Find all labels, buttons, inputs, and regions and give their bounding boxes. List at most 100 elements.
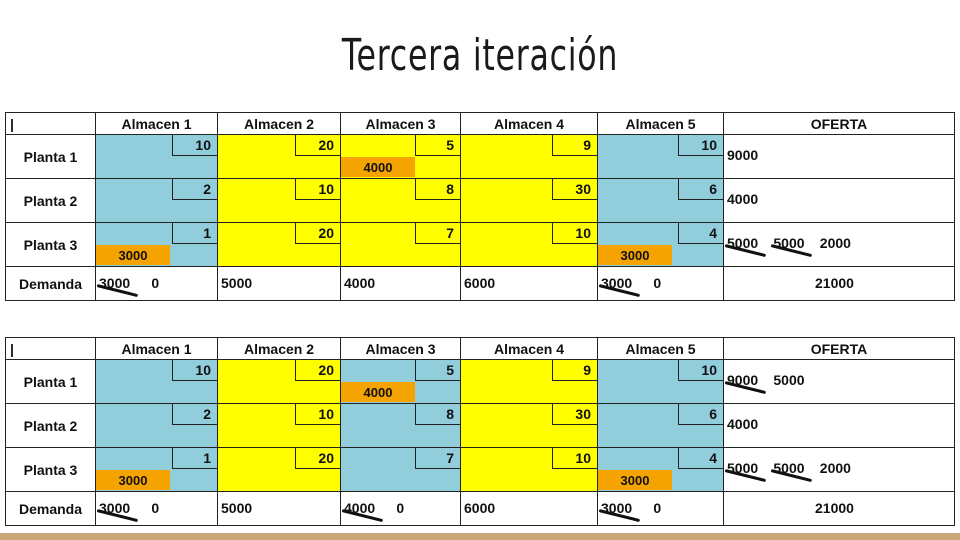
allocation-value: 3000 <box>598 470 672 490</box>
cost-value: 20 <box>295 447 341 469</box>
demand-value: 0 <box>151 500 160 516</box>
row-label-planta-3: Planta 3 <box>5 222 96 267</box>
total-cell <box>723 266 955 301</box>
cost-value: 20 <box>295 359 341 381</box>
cost-value: 1 <box>172 447 218 469</box>
column-header: Almacen 3 <box>340 337 461 360</box>
bottom-accent-bar <box>0 533 960 540</box>
demand-cell <box>340 491 461 526</box>
column-header: OFERTA <box>723 337 955 360</box>
allocation-cell <box>217 403 341 448</box>
demand-cell <box>217 266 341 301</box>
cost-value: 2 <box>172 403 218 425</box>
cost-value: 10 <box>678 134 724 156</box>
corner-cell: | <box>5 337 96 360</box>
cost-value: 2 <box>172 178 218 200</box>
demand-value: 5000 <box>221 500 253 516</box>
demand-cell <box>217 491 341 526</box>
allocation-cell <box>460 447 598 492</box>
cost-value: 10 <box>295 178 341 200</box>
allocation-cell <box>460 359 598 404</box>
cost-value: 5 <box>415 359 461 381</box>
row-label-demanda: Demanda <box>5 266 96 301</box>
cost-value: 10 <box>552 447 598 469</box>
cost-value: 9 <box>552 359 598 381</box>
cost-value: 10 <box>172 134 218 156</box>
allocation-cell <box>597 403 724 448</box>
slide-title: Tercera iteración <box>341 30 619 81</box>
cost-value: 10 <box>172 359 218 381</box>
cost-value: 10 <box>295 403 341 425</box>
cost-value: 10 <box>552 222 598 244</box>
cost-value: 8 <box>415 178 461 200</box>
demand-value: 4000 <box>344 275 376 291</box>
allocation-cell <box>460 403 598 448</box>
demand-value: 0 <box>653 275 662 291</box>
allocation-value: 4000 <box>341 382 415 402</box>
cost-value: 30 <box>552 178 598 200</box>
cost-value: 20 <box>295 222 341 244</box>
cost-value: 4 <box>678 222 724 244</box>
column-header: Almacen 5 <box>597 337 724 360</box>
column-header: Almacen 5 <box>597 112 724 135</box>
row-label-planta-1: Planta 1 <box>5 134 96 179</box>
offer-value: 9000 <box>727 147 759 163</box>
allocation-value: 3000 <box>96 470 170 490</box>
demand-value: 6000 <box>464 500 496 516</box>
row-label-planta-1: Planta 1 <box>5 359 96 404</box>
offer-value: 2000 <box>819 235 851 251</box>
demand-value: 0 <box>653 500 662 516</box>
cost-value: 20 <box>295 134 341 156</box>
offer-cell <box>723 359 955 404</box>
column-header: Almacen 2 <box>217 112 341 135</box>
cost-value: 30 <box>552 403 598 425</box>
row-label-planta-2: Planta 2 <box>5 178 96 223</box>
column-header: Almacen 4 <box>460 337 598 360</box>
demand-cell <box>95 266 218 301</box>
row-label-demanda: Demanda <box>5 491 96 526</box>
demand-cell <box>597 266 724 301</box>
demand-cell <box>95 491 218 526</box>
allocation-value: 3000 <box>598 245 672 265</box>
offer-value: 4000 <box>727 191 759 207</box>
allocation-cell <box>217 359 341 404</box>
total-value: 21000 <box>815 500 854 516</box>
offer-cell <box>723 403 955 448</box>
allocation-cell <box>95 134 218 179</box>
allocation-cell <box>340 178 461 223</box>
allocation-value: 4000 <box>341 157 415 177</box>
corner-cell: | <box>5 112 96 135</box>
demand-value: 0 <box>151 275 160 291</box>
offer-value: 5000 <box>773 372 805 388</box>
column-header: OFERTA <box>723 112 955 135</box>
demand-cell <box>340 266 461 301</box>
demand-value: 0 <box>396 500 405 516</box>
offer-cell <box>723 134 955 179</box>
offer-cell <box>723 222 955 267</box>
offer-cell <box>723 178 955 223</box>
allocation-cell <box>217 447 341 492</box>
cost-value: 9 <box>552 134 598 156</box>
column-header: Almacen 1 <box>95 337 218 360</box>
demand-cell <box>597 491 724 526</box>
total-cell <box>723 491 955 526</box>
row-label-planta-2: Planta 2 <box>5 403 96 448</box>
allocation-cell <box>460 178 598 223</box>
column-header: Almacen 1 <box>95 112 218 135</box>
cost-value: 6 <box>678 178 724 200</box>
column-header: Almacen 2 <box>217 337 341 360</box>
allocation-cell <box>217 134 341 179</box>
cost-value: 8 <box>415 403 461 425</box>
offer-value: 2000 <box>819 460 851 476</box>
total-value: 21000 <box>815 275 854 291</box>
cost-value: 5 <box>415 134 461 156</box>
allocation-cell <box>95 178 218 223</box>
cost-value: 7 <box>415 447 461 469</box>
allocation-cell <box>217 178 341 223</box>
column-header: Almacen 4 <box>460 112 598 135</box>
cost-value: 7 <box>415 222 461 244</box>
cost-value: 4 <box>678 447 724 469</box>
cost-value: 6 <box>678 403 724 425</box>
row-label-planta-3: Planta 3 <box>5 447 96 492</box>
